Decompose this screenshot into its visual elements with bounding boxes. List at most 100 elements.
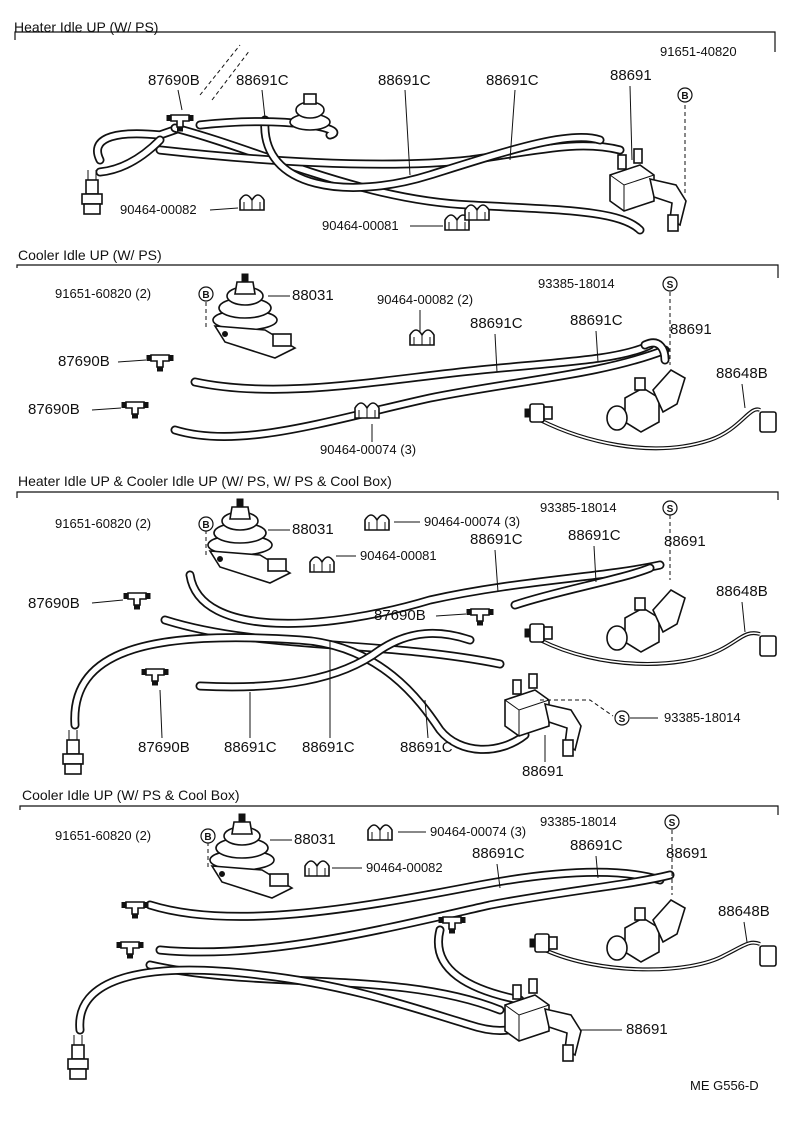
mark-s-circle <box>662 500 678 516</box>
section-cooler-idle-up-ps-cool-box: Cooler Idle UP (W/ PS & Cool Box) 91651-… <box>19 787 779 1080</box>
part-label: 88691 <box>626 1021 668 1038</box>
part-label: 87690B <box>28 595 80 612</box>
part-label: 87690B <box>58 353 110 370</box>
hose-clamp <box>367 824 393 841</box>
part-label: 88691C <box>570 837 623 854</box>
hose-set <box>75 867 675 1035</box>
temperature-sensor <box>81 169 103 215</box>
part-label: 88691 <box>664 533 706 550</box>
section-heater-and-cooler-idle-up: Heater Idle UP & Cooler Idle UP (W/ PS, … <box>16 473 779 780</box>
hose-set <box>70 560 665 754</box>
section-frame <box>19 805 779 815</box>
part-label: 88031 <box>292 521 334 538</box>
electrical-connector <box>524 623 553 643</box>
idle-up-actuator <box>209 813 293 899</box>
section-frame <box>16 264 779 278</box>
part-label: 90464-00074 (3) <box>430 824 526 839</box>
part-label: 87690B <box>138 739 190 756</box>
part-label: 88691 <box>610 67 652 84</box>
mark-b-circle <box>198 286 214 302</box>
part-label: 88691 <box>670 321 712 338</box>
hose-clamp <box>354 402 380 419</box>
hose-clamp <box>239 194 265 211</box>
part-label: 88691C <box>568 527 621 544</box>
hose-clamp <box>304 860 330 877</box>
mark-s-circle <box>662 276 678 292</box>
section-title: Heater Idle UP (W/ PS) <box>14 19 158 35</box>
mark-b: B <box>681 91 688 102</box>
connector-plug <box>759 945 777 967</box>
mark-s: S <box>669 818 676 829</box>
connector-plug <box>759 411 777 433</box>
part-label: 88691C <box>486 72 539 89</box>
part-label: 88691C <box>236 72 289 89</box>
part-label: 88031 <box>292 287 334 304</box>
tee-fitting <box>121 901 149 919</box>
mark-b: B <box>202 520 209 531</box>
part-label: 90464-00082 <box>120 202 197 217</box>
part-label: 88691C <box>472 845 525 862</box>
part-label: 90464-00082 <box>366 860 443 875</box>
hose-clamp <box>364 514 390 531</box>
mark-b: B <box>202 290 209 301</box>
part-label: 88031 <box>294 831 336 848</box>
section-heater-idle-up-ps: Heater Idle UP (W/ PS) 87690B 88691C 8 <box>14 19 776 235</box>
mark-s-circle <box>664 814 680 830</box>
part-label: 87690B <box>28 401 80 418</box>
part-label: 93385-18014 <box>540 500 617 515</box>
mark-b-circle <box>677 87 693 103</box>
part-label: 88691C <box>378 72 431 89</box>
vsv-motor <box>606 369 686 433</box>
hose-clamp <box>409 329 435 346</box>
part-label: 87690B <box>374 607 426 624</box>
part-label: 88691C <box>224 739 277 756</box>
tee-fitting <box>116 941 144 959</box>
part-label: 91651-40820 <box>660 44 737 59</box>
part-label: 90464-00081 <box>322 218 399 233</box>
mark-s-circle <box>614 710 630 726</box>
vsv-motor <box>606 899 686 963</box>
mark-b: B <box>204 832 211 843</box>
part-label: 88648B <box>716 583 768 600</box>
idle-up-actuator <box>212 273 296 359</box>
diagram-code: ME G556-D <box>690 1078 759 1093</box>
mark-s: S <box>667 280 674 291</box>
part-label: 93385-18014 <box>538 276 615 291</box>
vsv-motor <box>606 589 686 653</box>
part-label: 88691C <box>302 739 355 756</box>
part-label: 88691C <box>470 315 523 332</box>
tee-fitting <box>466 608 494 626</box>
part-label: 90464-00082 (2) <box>377 292 473 307</box>
electrical-connector <box>524 403 553 423</box>
electrical-connector <box>529 933 558 953</box>
part-label: 91651-60820 (2) <box>55 286 151 301</box>
part-label: 88648B <box>718 903 770 920</box>
part-label: 93385-18014 <box>664 710 741 725</box>
tee-fitting <box>146 354 174 372</box>
tee-fitting <box>123 592 151 610</box>
part-label: 88691C <box>400 739 453 756</box>
hose-set <box>170 338 670 442</box>
diaphragm-part <box>289 93 331 131</box>
mark-s: S <box>667 504 674 515</box>
temperature-sensor <box>62 729 84 775</box>
part-label: 93385-18014 <box>540 814 617 829</box>
part-label: 91651-60820 (2) <box>55 516 151 531</box>
part-label: 88691C <box>570 312 623 329</box>
part-label: 90464-00074 (3) <box>424 514 520 529</box>
part-label: 88691 <box>666 845 708 862</box>
mark-b-circle <box>198 516 214 532</box>
mark-b-circle <box>200 828 216 844</box>
hose-clamp <box>309 556 335 573</box>
connector-plug <box>759 635 777 657</box>
section-title: Cooler Idle UP (W/ PS) <box>18 247 162 263</box>
part-label: 87690B <box>148 72 200 89</box>
part-label: 90464-00081 <box>360 548 437 563</box>
vacuum-switching-valve <box>504 978 582 1062</box>
idle-up-actuator <box>207 498 291 584</box>
part-label: 88691 <box>522 763 564 780</box>
section-cooler-idle-up-ps: Cooler Idle UP (W/ PS) 91651-60820 (2) B… <box>16 247 779 457</box>
temperature-sensor <box>67 1034 89 1080</box>
part-label: 91651-60820 (2) <box>55 828 151 843</box>
